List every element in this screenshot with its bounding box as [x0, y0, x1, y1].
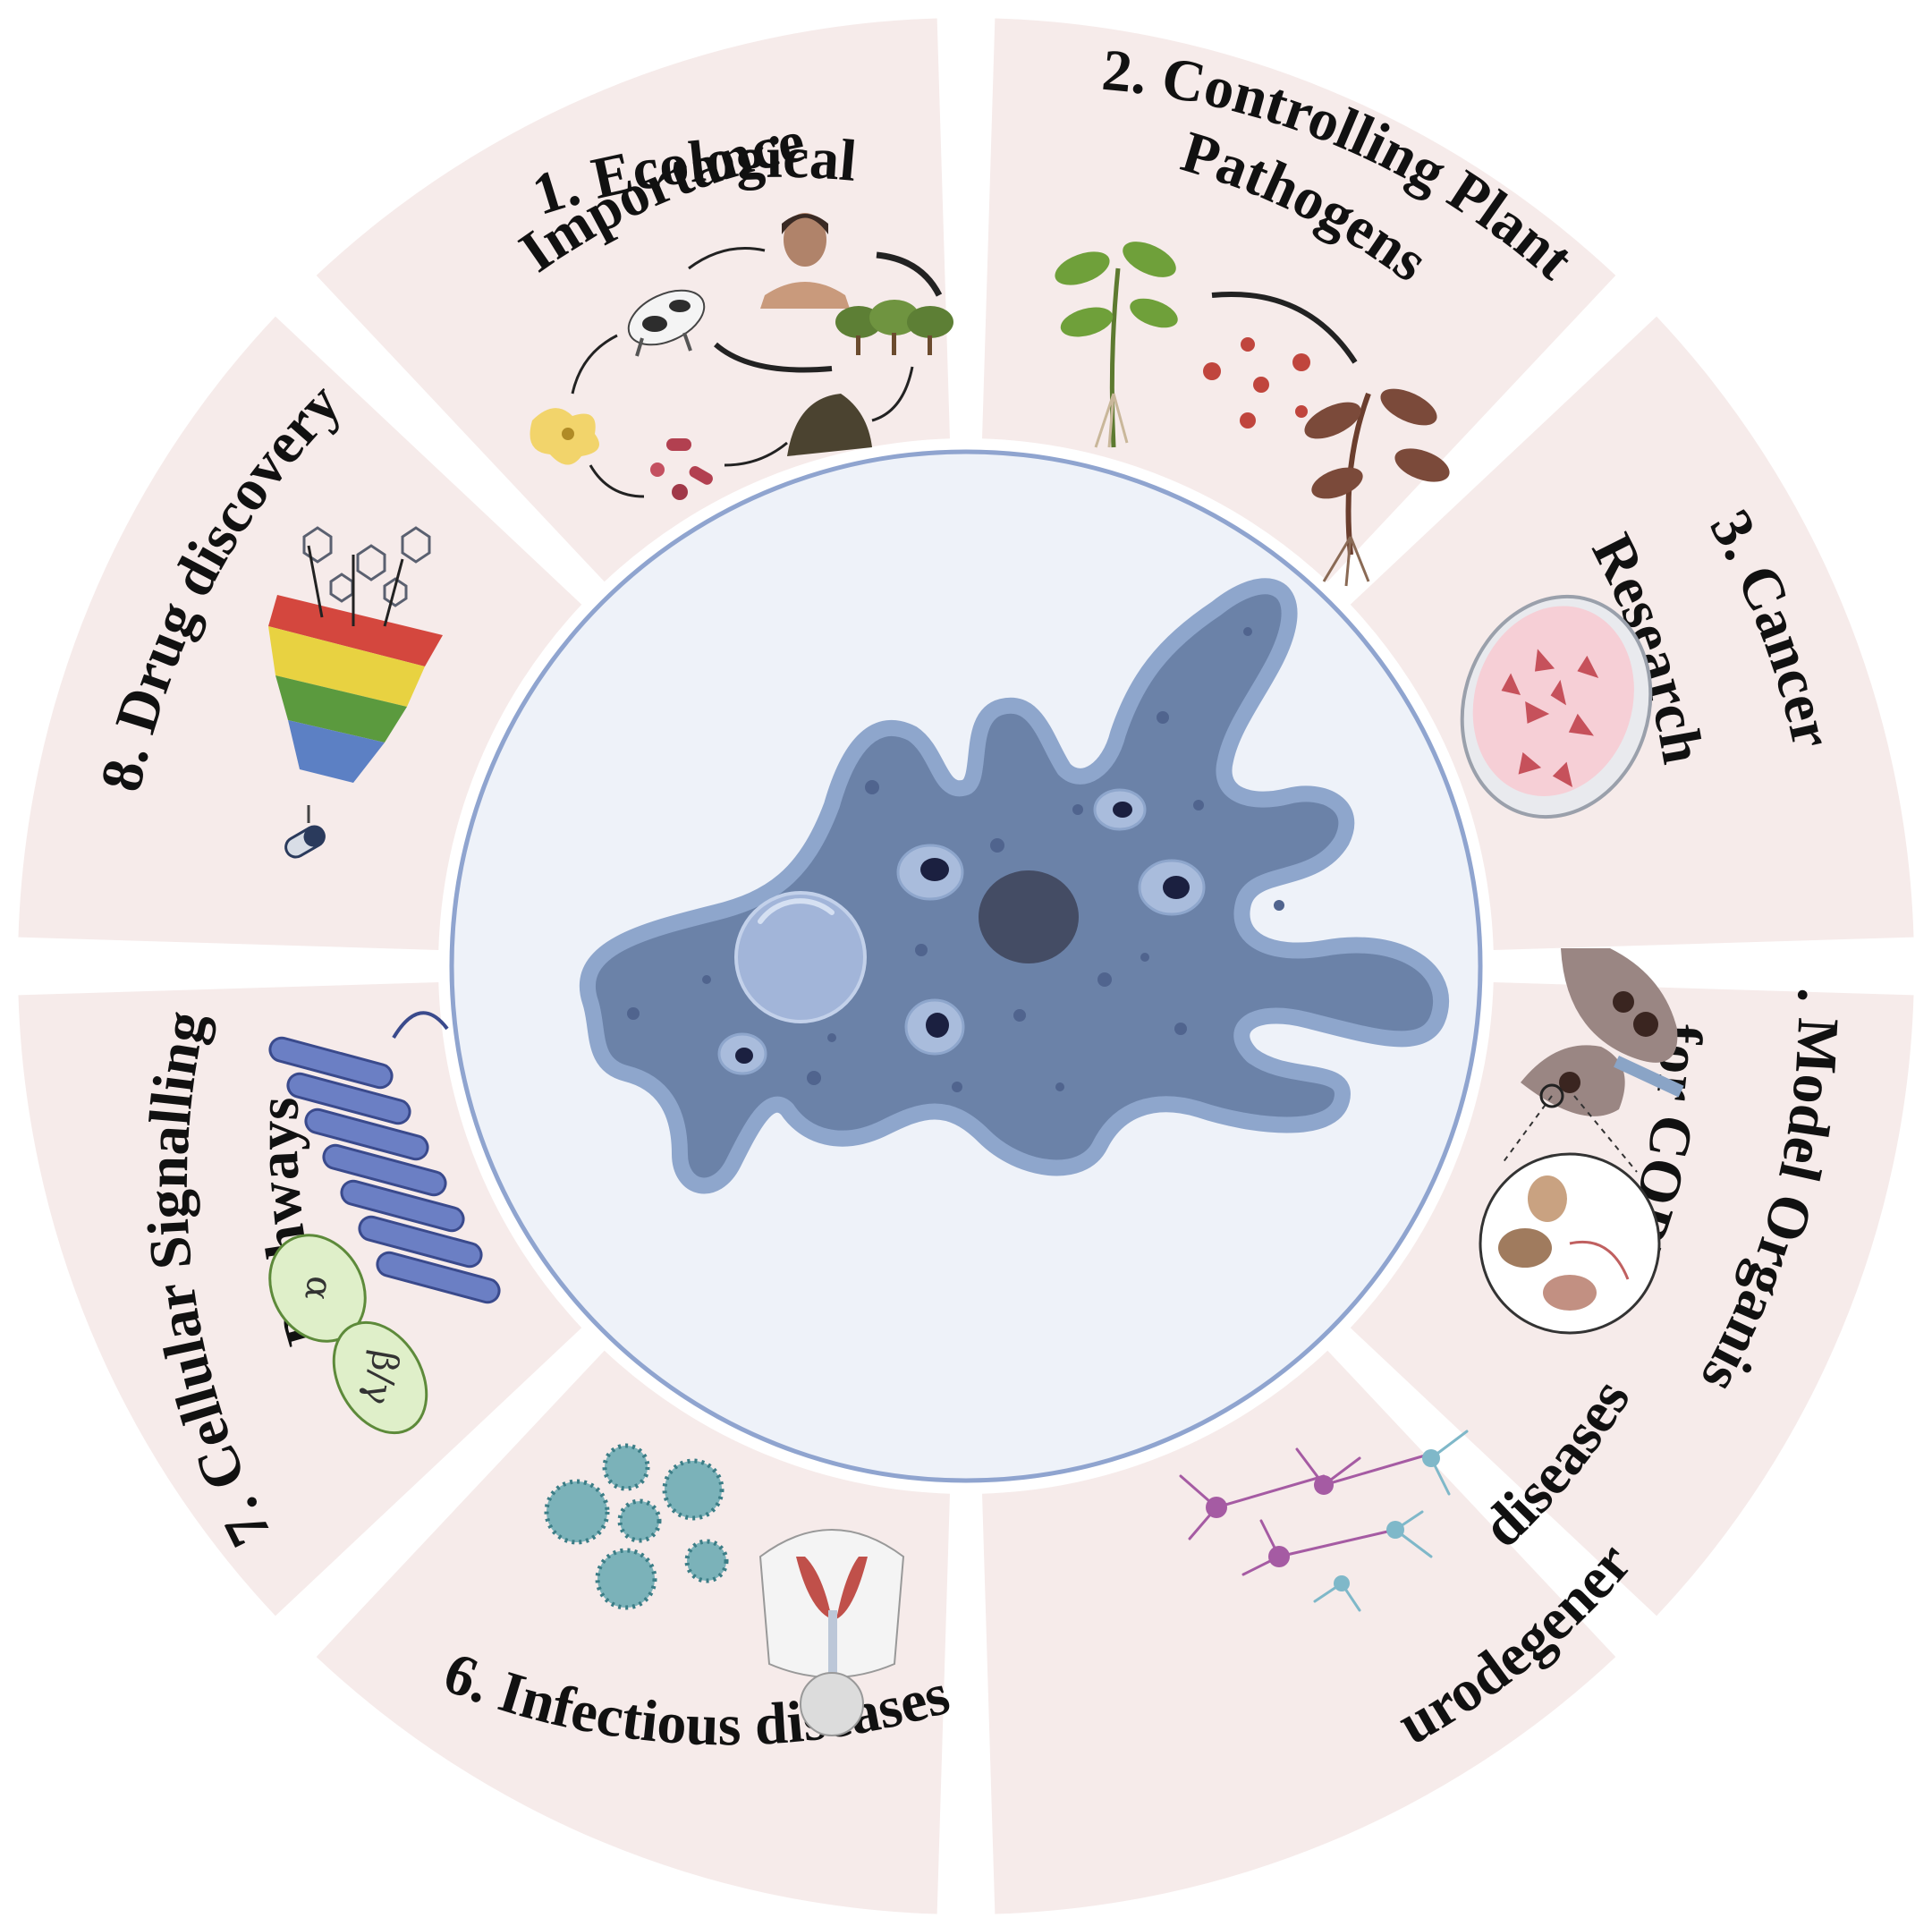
molecules-icon — [302, 526, 431, 607]
cycle-arrows — [571, 247, 943, 498]
cow-icon — [627, 289, 706, 357]
petri-dish-icon — [1460, 594, 1653, 819]
alveoli-magnifier-icon — [1479, 1083, 1661, 1335]
sector-neuro — [982, 1350, 1616, 1914]
infection-arrow — [1211, 292, 1358, 364]
drug-illustration — [268, 526, 443, 859]
signalling-illustration: α β/γ — [268, 1011, 501, 1435]
lungs-icon — [1521, 948, 1684, 1116]
infectious-illustration — [544, 1443, 905, 1736]
plant-pathogens-illustration — [1055, 242, 1450, 587]
beta-gamma-label: β/γ — [356, 1347, 406, 1408]
human-figure-icon — [760, 213, 850, 309]
healthy-plant-icon — [1055, 242, 1178, 448]
nucleus — [979, 870, 1079, 963]
gpcr-receptor-icon — [268, 1011, 501, 1304]
vacuole-highlight — [758, 898, 835, 924]
funnel-icon — [268, 545, 443, 783]
contractile-vacuole — [734, 891, 867, 1023]
capsule-icon — [284, 805, 326, 859]
sector-infectious — [316, 1350, 950, 1914]
pathogen-particles-icon — [1203, 337, 1310, 429]
trees-icon — [835, 300, 953, 355]
copd-illustration — [1479, 948, 1684, 1335]
bacteria-icon — [650, 438, 713, 500]
soil-icon — [787, 394, 872, 456]
food-particles — [735, 802, 1190, 1064]
patient-lungs-icon — [758, 1529, 905, 1736]
sector-plant-pathogens — [982, 18, 1616, 582]
amoeba-small-icon — [530, 408, 599, 465]
neurons-icon — [1179, 1430, 1469, 1612]
neuro-illustration — [1179, 1430, 1469, 1612]
amoeba-cell — [579, 578, 1450, 1194]
diseased-plant-icon — [1304, 388, 1450, 587]
g-protein-icon: α β/γ — [268, 1234, 428, 1435]
ecological-illustration — [530, 213, 953, 500]
virus-particles-icon — [544, 1443, 729, 1610]
granules — [627, 627, 1284, 1092]
cancer-illustration — [1460, 594, 1653, 819]
